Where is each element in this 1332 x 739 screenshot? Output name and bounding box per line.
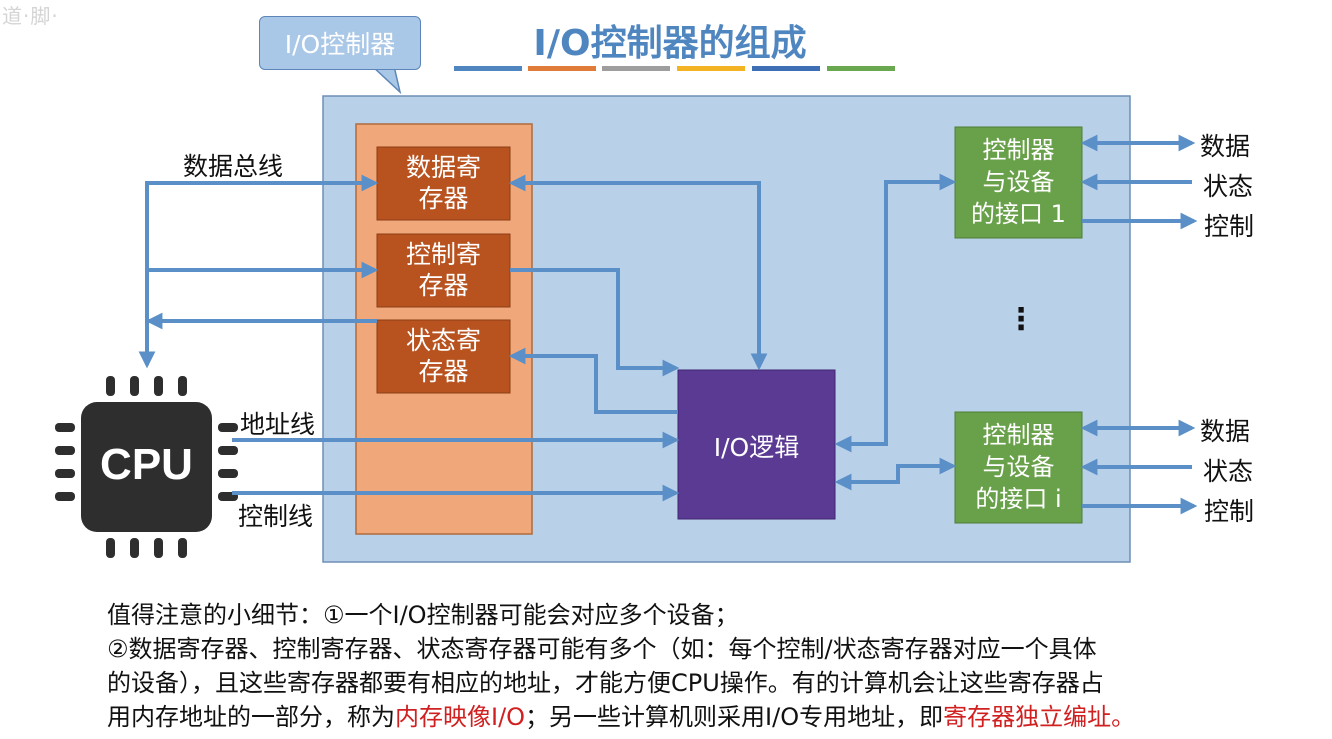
interface-i-label: 控制器与设备的接口 i [975, 421, 1062, 513]
title-underline [454, 66, 895, 71]
interface-i-status-label: 状态 [1203, 457, 1254, 486]
data-register [376, 146, 511, 221]
data-register-label: 数据寄存器 [405, 153, 481, 213]
interface-i-data-label: 数据 [1200, 417, 1251, 446]
data-bus-arrow [138, 174, 379, 369]
io-logic-label: I/O逻辑 [713, 433, 800, 462]
interface-1-control-label: 控制 [1204, 212, 1255, 241]
notes-line-4: 用内存地址的一部分，称为内存映像I/O；另一些计算机则采用I/O专用地址，即寄存… [107, 703, 1136, 731]
interface-1-label: 控制器与设备的接口 1 [971, 136, 1066, 228]
control-register-label: 控制寄存器 [405, 240, 481, 300]
io-logic-interface-1-arrow [834, 173, 957, 453]
control-bus-label: 控制线 [238, 502, 314, 531]
data-register-io-logic-arrow [508, 174, 768, 371]
control-register [376, 233, 511, 308]
status-register-label: 状态寄存器 [405, 326, 481, 386]
page-title: I/O控制器的组成 [533, 23, 807, 64]
interface-1-status-label: 状态 [1203, 172, 1254, 201]
io-logic-interface-i-arrow [834, 457, 957, 491]
notes-line-3: 的设备），且这些寄存器都要有相应的地址，才能方便CPU操作。有的计算机会让这些寄… [107, 669, 1104, 697]
notes-line-1: 值得注意的小细节：①一个I/O控制器可能会对应多个设备； [107, 601, 739, 629]
status-register [376, 319, 511, 394]
ellipsis: ⋮ [1006, 302, 1036, 337]
address-bus-label: 地址线 [240, 410, 316, 439]
notes-paragraph: 值得注意的小细节：①一个I/O控制器可能会对应多个设备； ②数据寄存器、控制寄存… [107, 598, 1322, 734]
io-logic-box [677, 369, 836, 520]
device-interface-1 [954, 126, 1083, 239]
cpu-label: CPU [100, 440, 193, 489]
io-logic-status-register-arrow [508, 347, 678, 414]
memory-mapped-io-term: 内存映像I/O [395, 703, 526, 731]
watermark: 道·脚· [2, 4, 59, 28]
independent-addressing-term: 寄存器独立编址。 [943, 703, 1136, 731]
interface-1-data-label: 数据 [1200, 132, 1251, 161]
callout-label: I/O控制器 [259, 16, 421, 70]
control-register-io-logic-arrow [510, 268, 680, 377]
interface-i-control-label: 控制 [1204, 497, 1255, 526]
cpu-chip [55, 376, 238, 558]
data-bus-label: 数据总线 [183, 152, 284, 181]
notes-line-2: ②数据寄存器、控制寄存器、状态寄存器可能有多个（如：每个控制/状态寄存器对应一个… [107, 635, 1097, 663]
